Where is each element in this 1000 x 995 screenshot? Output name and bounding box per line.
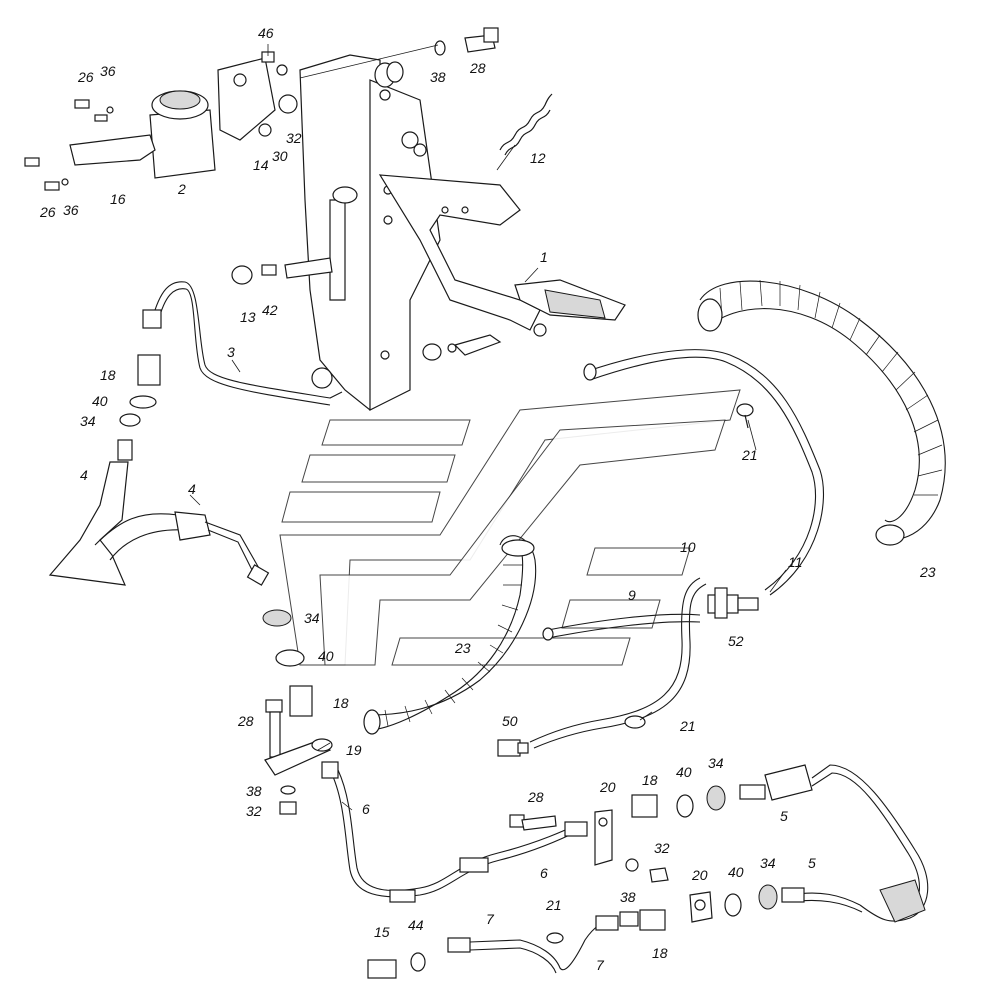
bolt-28-bracket-19	[264, 699, 333, 815]
leader-lines	[189, 44, 787, 811]
callout-26: 26	[39, 204, 56, 220]
callout-3: 3	[227, 344, 235, 360]
pin-42	[231, 257, 333, 285]
bolt-28-lower	[509, 814, 557, 831]
callout-46: 46	[258, 25, 274, 41]
pipe-5	[789, 764, 929, 923]
callout-7: 7	[596, 957, 605, 973]
callout-28: 28	[237, 713, 254, 729]
callout-11: 11	[788, 554, 803, 570]
master-cylinder	[69, 57, 276, 179]
fittings-row-upper	[631, 764, 813, 818]
callout-38: 38	[246, 783, 262, 799]
bolt-28-top	[299, 27, 499, 79]
callout-21: 21	[545, 897, 562, 913]
pipes-9-10	[529, 577, 707, 749]
callout-9: 9	[628, 587, 636, 603]
callout-38: 38	[620, 889, 636, 905]
callout-40: 40	[92, 393, 108, 409]
callout-36: 36	[100, 63, 116, 79]
callout-5: 5	[780, 808, 788, 824]
callout-2: 2	[177, 181, 186, 197]
callout-6: 6	[362, 801, 370, 817]
callout-20: 20	[691, 867, 708, 883]
callout-12: 12	[530, 150, 546, 166]
callout-44: 44	[408, 917, 424, 933]
callout-1: 1	[540, 249, 548, 265]
callout-21: 21	[679, 718, 696, 734]
callout-21: 21	[741, 447, 758, 463]
fitting-18-left	[117, 354, 161, 461]
tee-fitting-52	[707, 587, 759, 619]
callout-32: 32	[654, 840, 670, 856]
callout-labels: 46 26 36 38 28 32 14 30 2 12 16 26 36 1 …	[39, 25, 936, 973]
callout-5: 5	[808, 855, 816, 871]
callout-50: 50	[502, 713, 518, 729]
callout-4: 4	[188, 481, 196, 497]
callout-28: 28	[527, 789, 544, 805]
bolt-lower-bracket	[422, 334, 502, 361]
callout-34: 34	[708, 755, 724, 771]
bottom-fittings	[367, 909, 666, 979]
callout-36: 36	[63, 202, 79, 218]
callout-34: 34	[304, 610, 320, 626]
hose-4	[48, 461, 270, 586]
return-spring	[499, 93, 553, 156]
callout-6: 6	[540, 865, 548, 881]
seals-34-40-left	[262, 609, 313, 717]
callout-19: 19	[346, 742, 362, 758]
callout-42: 42	[262, 302, 278, 318]
callout-18: 18	[642, 772, 658, 788]
bracket-20-upper	[594, 809, 669, 883]
callout-10: 10	[680, 539, 696, 555]
callout-23: 23	[454, 640, 471, 656]
callout-18: 18	[100, 367, 116, 383]
bolts-top-left	[24, 51, 298, 191]
callout-18: 18	[333, 695, 349, 711]
callout-23: 23	[919, 564, 936, 580]
hose-ribs-center	[384, 564, 523, 727]
callout-14: 14	[253, 157, 269, 173]
clamp-21-mid	[624, 715, 646, 729]
watermark-logo	[279, 389, 741, 666]
callout-34: 34	[760, 855, 776, 871]
pipe-7	[447, 915, 619, 974]
callout-18: 18	[652, 945, 668, 961]
pipe-3	[142, 281, 343, 406]
pedal-lever	[378, 174, 626, 337]
pipe-6	[321, 761, 588, 903]
hose-ribs-right	[719, 279, 943, 496]
clamp-21-top	[736, 403, 754, 429]
callout-20: 20	[599, 779, 616, 795]
callout-32: 32	[286, 130, 302, 146]
callout-38: 38	[430, 69, 446, 85]
callout-32: 32	[246, 803, 262, 819]
callout-15: 15	[374, 924, 390, 940]
callout-26: 26	[77, 69, 94, 85]
callout-52: 52	[728, 633, 744, 649]
callout-34: 34	[80, 413, 96, 429]
callout-40: 40	[728, 864, 744, 880]
callout-7: 7	[486, 911, 495, 927]
fittings-row-lower	[689, 884, 805, 923]
callout-40: 40	[318, 648, 334, 664]
callout-4: 4	[80, 467, 88, 483]
corrugated-hose-23-right	[697, 279, 946, 546]
pedal-bracket	[299, 54, 441, 411]
callout-28: 28	[469, 60, 486, 76]
callout-13: 13	[240, 309, 256, 325]
callout-40: 40	[676, 764, 692, 780]
callout-16: 16	[110, 191, 126, 207]
fitting-50	[497, 739, 529, 757]
pipe-11	[583, 349, 825, 596]
callout-30: 30	[272, 148, 288, 164]
corrugated-hose-23-center	[363, 535, 537, 735]
